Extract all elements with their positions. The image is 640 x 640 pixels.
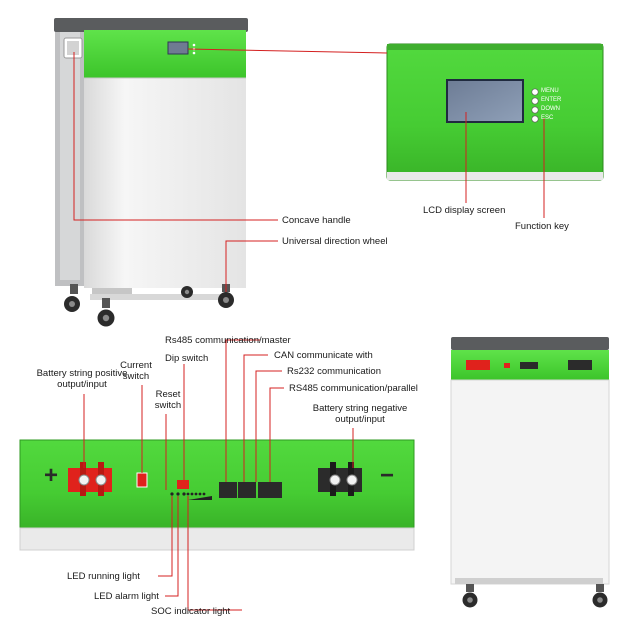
label-reset-switch: Reset switch [154, 389, 182, 411]
main-cabinet [54, 18, 248, 327]
key-label-menu: MENU [541, 88, 559, 94]
front-cabinet [450, 337, 610, 608]
enter-key [531, 97, 539, 105]
current-switch [136, 472, 148, 488]
leader-rs485-parallel [269, 387, 284, 482]
minus-sign: − [380, 462, 395, 489]
key-label-esc: ESC [541, 115, 554, 121]
label-concave-handle: Concave handle [282, 215, 351, 226]
leader-rs485-master [225, 339, 260, 482]
label-dip-switch: Dip switch [165, 353, 209, 364]
label-rs485-master: Rs485 communication/master [165, 335, 291, 346]
label-battery-negative: Battery string negative output/input [312, 403, 408, 425]
leader-universal-wheel [225, 240, 278, 292]
menu-key [531, 88, 539, 96]
esc-key [531, 115, 539, 123]
label-current-switch: Current switch [120, 360, 152, 382]
wheels [64, 284, 234, 327]
plus-sign: + [44, 462, 59, 489]
key-label-enter: ENTER [541, 97, 562, 103]
rs485-master-port [219, 482, 237, 498]
cabinet-green-band [84, 30, 246, 78]
label-led-running: LED running light [67, 571, 140, 582]
leader-lines [73, 48, 545, 611]
leader-can [243, 354, 268, 482]
soc-indicator-row [186, 492, 206, 496]
cabinet-mini-lcd [167, 41, 189, 55]
label-rs232: Rs232 communication [287, 366, 381, 377]
label-soc: SOC indicator light [151, 606, 231, 617]
leader-lcd-zoom [187, 48, 388, 54]
down-key [531, 106, 539, 114]
cabinet-top-cap [54, 18, 248, 32]
lcd-display-screen [446, 79, 524, 123]
leader-rs232 [255, 370, 282, 482]
dip-switch [177, 480, 189, 489]
leader-soc [187, 496, 242, 611]
can-port [238, 482, 256, 498]
key-label-down: DOWN [541, 106, 560, 112]
label-universal-wheel: Universal direction wheel [282, 236, 388, 247]
label-led-alarm: LED alarm light [94, 591, 159, 602]
leader-concave-handle [73, 52, 278, 221]
label-can: CAN communicate with [274, 350, 373, 361]
label-rs485-parallel: RS485 communication/parallel [289, 383, 418, 394]
rs485-parallel-port [262, 482, 282, 498]
leader-led-running [158, 496, 173, 577]
label-battery-positive: Battery string positive output/input [36, 368, 128, 390]
lcd-detail-panel [386, 43, 604, 181]
label-lcd-display: LCD display screen [423, 205, 506, 216]
cabinet-body [84, 78, 246, 288]
label-function-key: Function key [515, 221, 569, 232]
terminal-panel [19, 439, 415, 551]
leader-led-alarm [165, 496, 179, 597]
